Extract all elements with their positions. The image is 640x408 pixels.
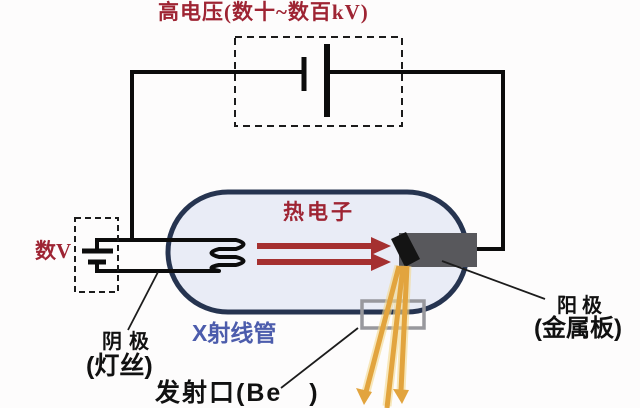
xray-beam-arrows-icon: [356, 264, 412, 408]
filament-battery-icon: [82, 248, 113, 265]
filament-voltage-dashed-box: [74, 217, 119, 293]
filament-coil-icon: [207, 238, 246, 273]
anode-label: 阳极: [557, 295, 607, 317]
circuit-wire: [130, 70, 505, 251]
emission-port-label: 发射口(Be ): [155, 379, 320, 407]
high-voltage-label: 高电压(数十~数百kV): [158, 0, 369, 24]
anode-sub-label: (金属板): [534, 315, 622, 342]
anode-pointer-line: [441, 260, 546, 300]
hot-electrons-label: 热电子: [283, 200, 355, 224]
cathode-pointer-line: [127, 271, 159, 331]
cathode-sub-label: (灯丝): [86, 352, 153, 380]
filament-wire: [95, 238, 210, 273]
filament-voltage-label: 数V: [35, 239, 72, 263]
anode-target-face: [391, 232, 420, 267]
pointer-lines: [127, 260, 546, 389]
emission-pointer-line: [280, 327, 359, 389]
electron-arrows-icon: [257, 237, 391, 271]
cathode-label: 阴极: [102, 331, 156, 353]
high-voltage-battery-icon: [301, 44, 330, 117]
xray-tube-label: X射线管: [192, 320, 277, 346]
high-voltage-dashed-box: [234, 36, 403, 127]
